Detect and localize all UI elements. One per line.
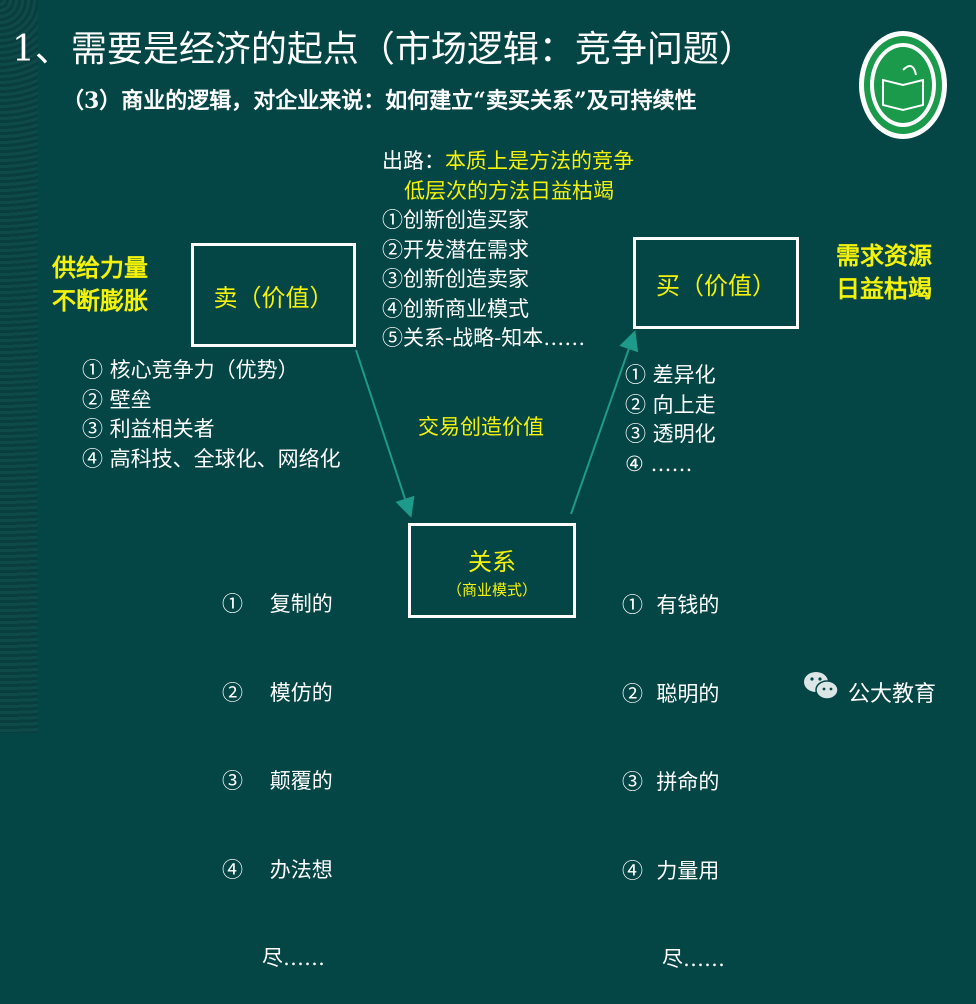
buy-factor: ③ 透明化 xyxy=(625,422,716,446)
relation-left-item: ③ 颠覆的 xyxy=(222,769,333,793)
exit-highlight-1: 本质上是方法的竞争 xyxy=(445,149,634,173)
exit-prefix: 出路： xyxy=(382,149,445,173)
buy-value-label: 买（价值） xyxy=(656,271,776,300)
institute-logo xyxy=(859,31,947,139)
relation-right-item: ② 聪明的 xyxy=(622,681,720,706)
supply-text: 供给力量 不断膨胀 xyxy=(52,252,148,318)
supply-line-2: 不断膨胀 xyxy=(52,287,148,315)
demand-text: 需求资源 日益枯竭 xyxy=(836,240,932,306)
sell-factors-list: ① 核心竞争力（优势） ② 壁垒 ③ 利益相关者 ④ 高科技、全球化、网络化 xyxy=(82,356,341,474)
relation-left-item: ① 复制的 xyxy=(222,592,333,616)
sell-factor: ④ 高科技、全球化、网络化 xyxy=(82,446,341,471)
arrow-sell-to-relation xyxy=(355,349,415,518)
buy-factors-list: ① 差异化 ② 向上走 ③ 透明化 ④ …… xyxy=(625,361,716,479)
exit-item: ④创新商业模式 xyxy=(382,296,529,321)
exit-item: ⑤关系-战略-知本…… xyxy=(382,326,586,350)
relation-sublabel: （商业模式） xyxy=(446,580,537,599)
sell-value-label: 卖（价值） xyxy=(213,283,334,312)
relation-right-item: ③ 拼命的 xyxy=(622,770,720,794)
arrow-relation-to-buy xyxy=(570,330,639,515)
exit-list: 出路：本质上是方法的竞争 低层次的方法日益枯竭 ①创新创造买家 ②开发潜在需求 … xyxy=(382,147,634,354)
demand-line-2: 日益枯竭 xyxy=(836,275,932,303)
sell-value-box: 卖（价值） xyxy=(191,243,356,347)
sell-factor: ③ 利益相关者 xyxy=(82,417,215,441)
trade-value-text: 交易创造价值 xyxy=(418,415,544,439)
supply-line-1: 供给力量 xyxy=(52,254,148,282)
wechat-icon xyxy=(804,672,839,700)
relation-right-item: 尽…… xyxy=(622,947,726,971)
slide-subtitle: （3）商业的逻辑，对企业来说：如何建立“卖买关系”及可持续性 xyxy=(62,88,697,114)
relation-label: 关系 xyxy=(468,547,516,576)
relation-right-item: ① 有钱的 xyxy=(622,593,720,617)
slide-title: 1、需要是经济的起点（市场逻辑：竞争问题） xyxy=(12,29,755,70)
decorative-side-pattern xyxy=(0,0,38,733)
brand-name: 公大教育 xyxy=(848,682,937,707)
relation-box: 关系 （商业模式） xyxy=(408,523,576,618)
demand-line-1: 需求资源 xyxy=(836,242,932,270)
buy-factor: ④ …… xyxy=(625,451,693,476)
exit-highlight-2: 低层次的方法日益枯竭 xyxy=(404,178,614,203)
buy-factor: ① 差异化 xyxy=(625,363,716,387)
sell-factor: ① 核心竞争力（优势） xyxy=(82,358,299,382)
exit-item: ①创新创造买家 xyxy=(382,208,529,232)
buy-value-box: 买（价值） xyxy=(633,237,799,329)
relation-right-item: ④ 力量用 xyxy=(622,858,720,883)
relation-left-item: ② 模仿的 xyxy=(222,680,333,705)
relation-left-item: ④ 办法想 xyxy=(222,857,333,882)
sell-factor: ② 壁垒 xyxy=(82,387,152,412)
exit-item: ③创新创造卖家 xyxy=(382,267,529,291)
arrows-layer xyxy=(355,330,639,518)
exit-item: ②开发潜在需求 xyxy=(382,237,529,262)
relation-left-item: 尽…… xyxy=(222,946,326,970)
buy-factor: ② 向上走 xyxy=(625,392,716,417)
